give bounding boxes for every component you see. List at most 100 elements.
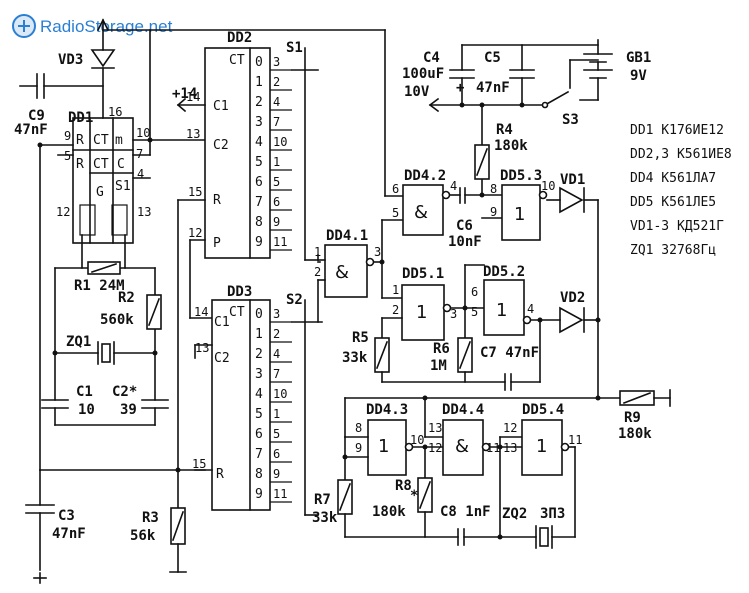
dd4-3-pin8: 8 [355, 421, 362, 435]
dd4-3-gate: DD4.3 1 8 9 10 [355, 402, 424, 476]
dd2-opin10: 10 [273, 135, 287, 149]
dd1-cell-g: G [96, 185, 104, 200]
dd2-out8: 8 [255, 215, 263, 230]
dd3-pin15: 15 [192, 457, 206, 471]
dd4-4-sym: & [455, 436, 469, 457]
dd5-4-label: DD5.4 [522, 402, 564, 418]
dd4-3-sym: 1 [378, 436, 389, 457]
dd3-out1: 1 [255, 327, 263, 342]
r6-label: R6 [433, 341, 450, 357]
dd4-1-pin3: 3 [374, 245, 381, 259]
s2-label: S2 [286, 292, 303, 308]
c4-value2: 10V [404, 84, 430, 100]
r4-resistor: R4 180k [474, 104, 528, 180]
dd5-3-gate: DD5.3 1 8 9 10 [490, 168, 555, 241]
dd3-out8: 8 [255, 467, 263, 482]
dd3-opin5: 5 [273, 427, 280, 441]
c6-value: 10nF [448, 234, 482, 250]
c6-label: C6 [456, 218, 473, 234]
dd4-1-sym: & [335, 262, 349, 283]
dd4-2-pin6: 6 [392, 182, 399, 196]
parts-item-4: DD5 K561ЛЕ5 [630, 195, 716, 210]
dd2-opin3: 3 [273, 55, 280, 69]
dd5-1-sym: 1 [416, 302, 427, 323]
dd2-out4: 4 [255, 135, 263, 150]
dd2-pin13: 13 [186, 127, 200, 141]
c5-value: 47nF [476, 80, 510, 96]
dd5-2-sym: 1 [496, 300, 507, 321]
c9-value: 47nF [14, 122, 48, 138]
r9-label: R9 [624, 410, 641, 426]
s1-switch[interactable]: S1 [286, 40, 319, 261]
dd2-c2: C2 [213, 138, 229, 153]
dd2-out0: 0 [255, 55, 263, 70]
dd1-pin5: 5 [64, 149, 71, 163]
dd1-cell-r1: R [76, 133, 84, 148]
parts-item-3: DD4 K561ЛА7 [630, 171, 716, 186]
dd4-4-pin11: 11 [486, 441, 500, 455]
r3-value: 56k [130, 528, 156, 544]
dd4-4-pin12: 12 [428, 441, 442, 455]
gb1-battery: GB1 9V [579, 39, 651, 101]
zq2-value: ЗП3 [540, 506, 565, 522]
r5-resistor: R5 33k [342, 330, 390, 383]
c3-label: C3 [58, 508, 75, 524]
dd1-pin12: 12 [56, 205, 70, 219]
dd5-2-pin6: 6 [471, 285, 478, 299]
r5-label: R5 [352, 330, 369, 346]
dd2-ct: CT [229, 53, 245, 68]
r8-label: R8 [395, 478, 412, 494]
vd2-label: VD2 [560, 290, 585, 306]
dd5-3-label: DD5.3 [500, 168, 542, 184]
dd2-opin2: 2 [273, 75, 280, 89]
r6-resistor: R6 1M [430, 337, 473, 383]
zq1-label: ZQ1 [66, 334, 91, 350]
dd2-opin9: 9 [273, 215, 280, 229]
dd3-pin14: 14 [194, 305, 208, 319]
c7-label: C7 47nF [480, 345, 539, 361]
c6-capacitor: C6 10nF [448, 187, 483, 250]
c5-label: C5 [484, 50, 501, 66]
dd5-2-label: DD5.2 [483, 264, 525, 280]
dd4-2-pin5: 5 [392, 206, 399, 220]
dd1-cell-c: C [117, 157, 125, 172]
parts-item-5: VD1-3 КД521Г [630, 219, 724, 234]
c9-capacitor: C9 47nF [14, 73, 104, 138]
c8-label: C8 1nF [440, 504, 491, 520]
dd5-1-gate: DD5.1 1 1 2 3 [392, 266, 457, 341]
s3-switch[interactable]: S3 [541, 59, 599, 128]
c1-label: C1 [76, 384, 93, 400]
dd3-opin6: 6 [273, 447, 280, 461]
dd2-label: DD2 [227, 30, 252, 46]
dd4-1-label: DD4.1 [326, 228, 368, 244]
r5-value: 33k [342, 350, 368, 366]
dd3-opin4: 4 [273, 347, 280, 361]
c7-capacitor: C7 47nF [480, 319, 541, 391]
r2-resistor: R2 560k [100, 290, 162, 330]
dd5-3-sym: 1 [514, 204, 525, 225]
dd1-block: DD1 R CT m R CT C G S1 16 9 5 10 7 4 12 … [56, 105, 151, 244]
dd2-pin14: 14 [186, 90, 200, 104]
dd3-outputs: 0 1 2 3 4 5 6 7 8 9 3 2 4 7 10 1 5 6 9 1… [255, 307, 292, 503]
dd5-4-sym: 1 [536, 436, 547, 457]
s2-switch[interactable]: S2 [286, 292, 323, 516]
dd2-opin5: 5 [273, 175, 280, 189]
dd1-cell-s1: S1 [115, 179, 131, 194]
dd4-4-pin13: 13 [428, 421, 442, 435]
dd4-1-pin2: 2 [314, 265, 321, 279]
dd3-label: DD3 [227, 284, 252, 300]
dd5-1-pin3: 3 [450, 307, 457, 321]
gb1-value: 9V [630, 68, 647, 84]
dd1-body [72, 117, 134, 244]
plus14-arrow: +14 [172, 86, 206, 113]
dd5-3-pin9: 9 [490, 205, 497, 219]
dd5-3-pin8: 8 [490, 182, 497, 196]
c4-value1: 100uF [402, 66, 444, 82]
r8-resistor: R8 * 180k [372, 477, 433, 538]
dd3-out0: 0 [255, 307, 263, 322]
dd2-out3: 3 [255, 115, 263, 130]
dd3-ct: CT [229, 305, 245, 320]
zq2-label: ZQ2 [502, 506, 527, 522]
dd2-opin7: 7 [273, 115, 280, 129]
dd2-out5: 5 [255, 155, 263, 170]
